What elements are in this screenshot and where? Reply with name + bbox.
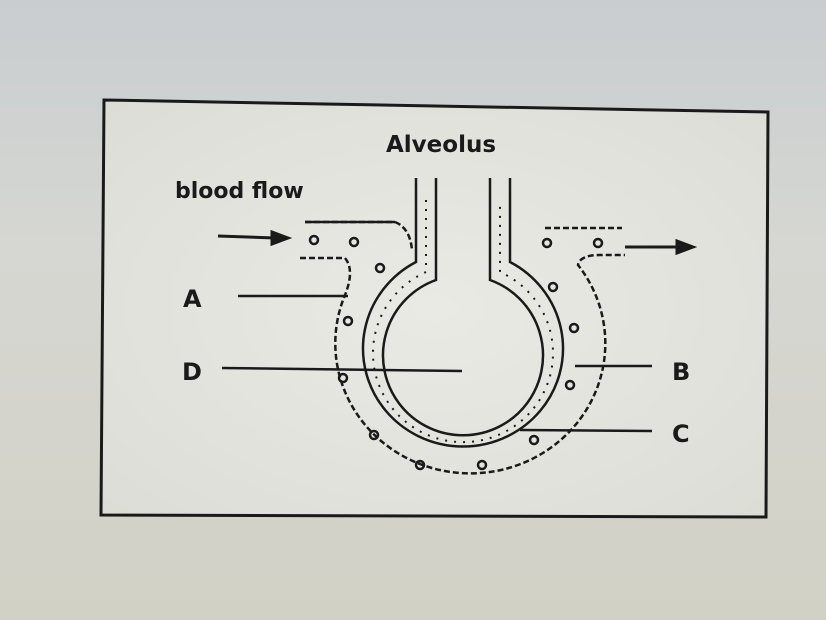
alveolus-cell-line [372, 200, 554, 444]
capillary-outer-wall [300, 220, 625, 475]
flow-arrows [217, 229, 698, 256]
alveolus-inner-wall [381, 178, 545, 437]
alveolus-wall [361, 178, 565, 448]
leader-lines [221, 294, 653, 433]
label-a: A [183, 285, 202, 313]
capillary [300, 220, 625, 475]
alveolus-title: Alveolus [386, 132, 496, 158]
blood-flow-label: blood flow [175, 179, 304, 204]
alveolus-outer-wall [361, 178, 565, 448]
label-d: D [182, 358, 202, 386]
label-b: B [672, 358, 690, 386]
blood-cells [308, 234, 604, 471]
diagram-frame [99, 98, 770, 519]
label-c: C [672, 420, 690, 448]
